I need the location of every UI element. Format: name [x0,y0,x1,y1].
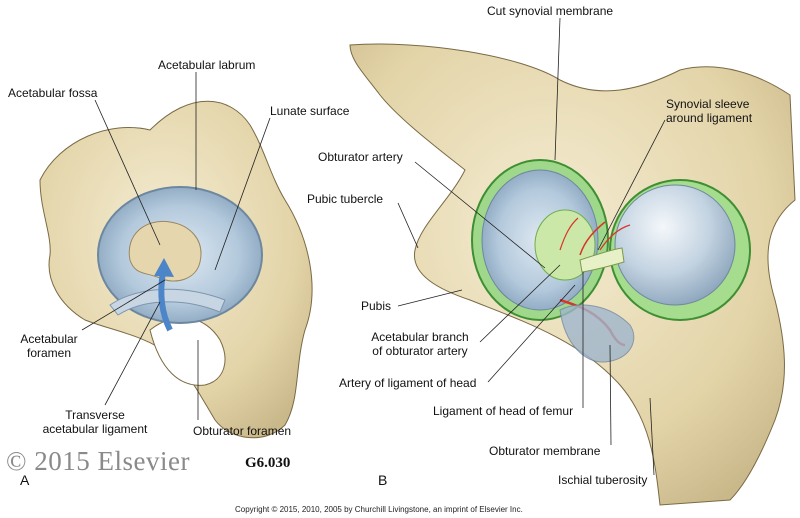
label-obturator-foramen: Obturator foramen [193,424,292,438]
label-obturator-membrane: Obturator membrane [489,444,601,458]
label-transverse-ligament-line2: acetabular ligament [42,422,148,436]
panel-a-drawing [39,100,313,439]
label-acetabular-branch-line1: Acetabular branch [371,330,469,344]
label-acetabular-fossa: Acetabular fossa [8,86,98,100]
label-pubic-tubercle: Pubic tubercle [307,192,384,206]
artery-branch-2 [559,217,579,251]
obturator-membrane-b [559,304,635,363]
panel-a-letter: A [20,472,30,488]
panel-b-letter: B [378,472,388,488]
label-synovial-sleeve-line2: around ligament [666,111,753,125]
label-obturator-artery: Obturator artery [318,150,403,164]
artery-branch-1 [579,221,606,256]
elsevier-watermark: © 2015 Elsevier [6,446,190,476]
acetabular-foramen-arrow [158,271,173,332]
label-cut-synovial-membrane: Cut synovial membrane [487,4,614,18]
acetabular-fossa-a [128,220,202,282]
label-artery-ligament-head: Artery of ligament of head [339,376,477,390]
leader-lines [81,17,666,476]
label-lunate-surface: Lunate surface [270,104,350,118]
figure-code: G6.030 [245,455,291,471]
artery-branch-3 [599,224,631,251]
label-acetabular-foramen-line2: foramen [26,346,72,360]
copyright-line: Copyright © 2015, 2010, 2005 by Churchil… [235,505,523,514]
panel-b-drawing [349,43,796,506]
label-acetabular-labrum: Acetabular labrum [158,58,256,72]
label-pubis: Pubis [361,299,392,313]
label-acetabular-foramen-line1: Acetabular [20,332,78,346]
label-acetabular-branch-line2: of obturator artery [372,344,468,358]
label-synovial-sleeve-line1: Synovial sleeve [666,97,750,111]
label-ischial-tuberosity: Ischial tuberosity [558,473,648,487]
acetabular-foramen-arrowhead [154,258,174,277]
label-transverse-ligament-line1: Transverse [65,408,125,422]
label-ligament-head-femur: Ligament of head of femur [433,404,574,418]
ligament-of-head [579,247,625,273]
femoral-head [614,184,736,306]
